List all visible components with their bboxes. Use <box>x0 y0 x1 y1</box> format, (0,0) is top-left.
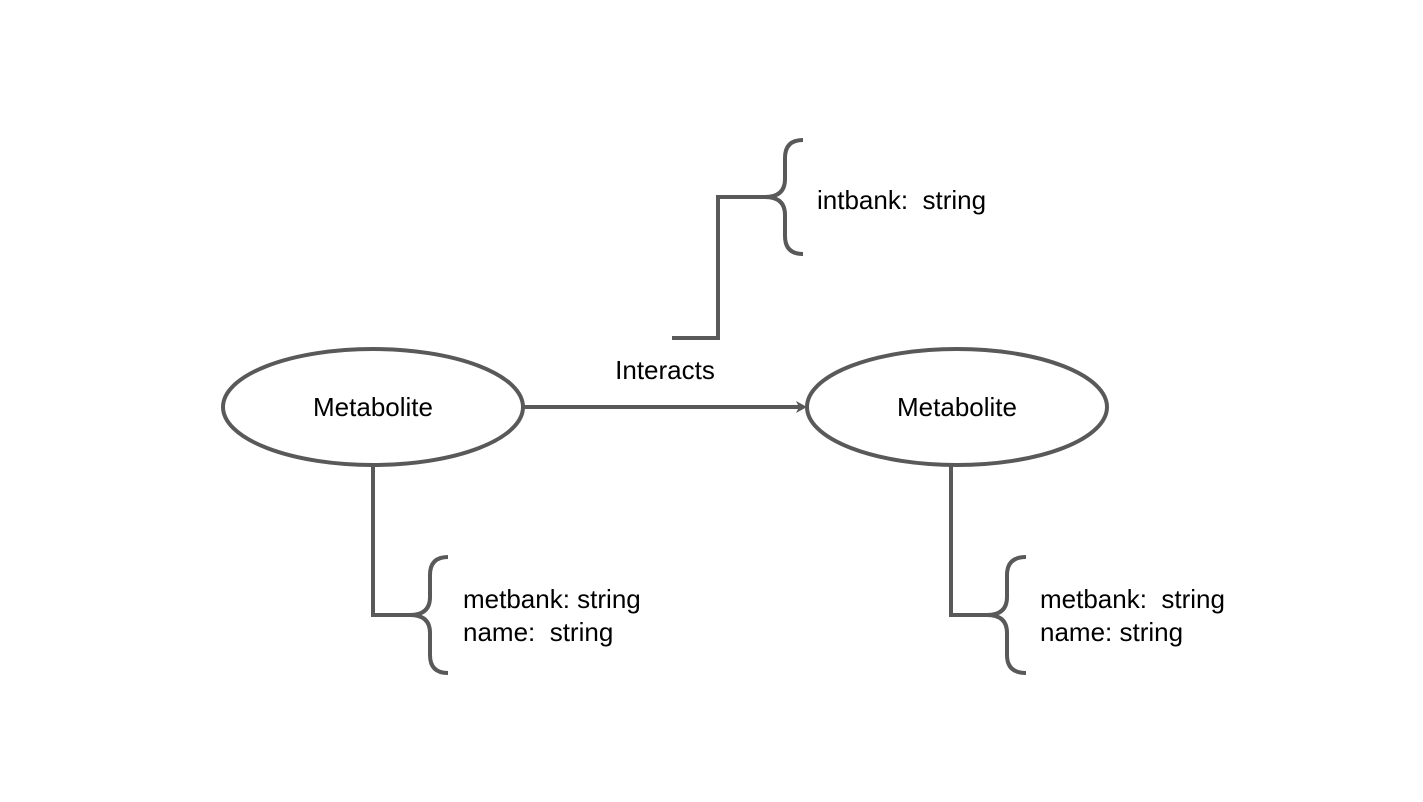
arrowhead-icon <box>796 401 807 413</box>
entity-left-label: Metabolite <box>313 392 433 422</box>
right-entity-connector <box>949 465 987 617</box>
relationship-property: intbank: string <box>817 185 987 215</box>
left-properties-brace <box>409 555 449 675</box>
relationship-properties-brace <box>764 138 804 256</box>
right-entity-property: metbank: string <box>1040 584 1225 614</box>
left-entity-property: name: string <box>463 617 614 647</box>
relationship-label: Interacts <box>615 355 715 385</box>
left-entity-property: metbank: string <box>463 584 641 614</box>
left-entity-connector <box>371 465 410 617</box>
entity-right-label: Metabolite <box>897 392 1017 422</box>
right-entity-property: name: string <box>1040 617 1184 647</box>
relationship-connector <box>672 195 765 340</box>
right-properties-brace <box>986 555 1027 675</box>
